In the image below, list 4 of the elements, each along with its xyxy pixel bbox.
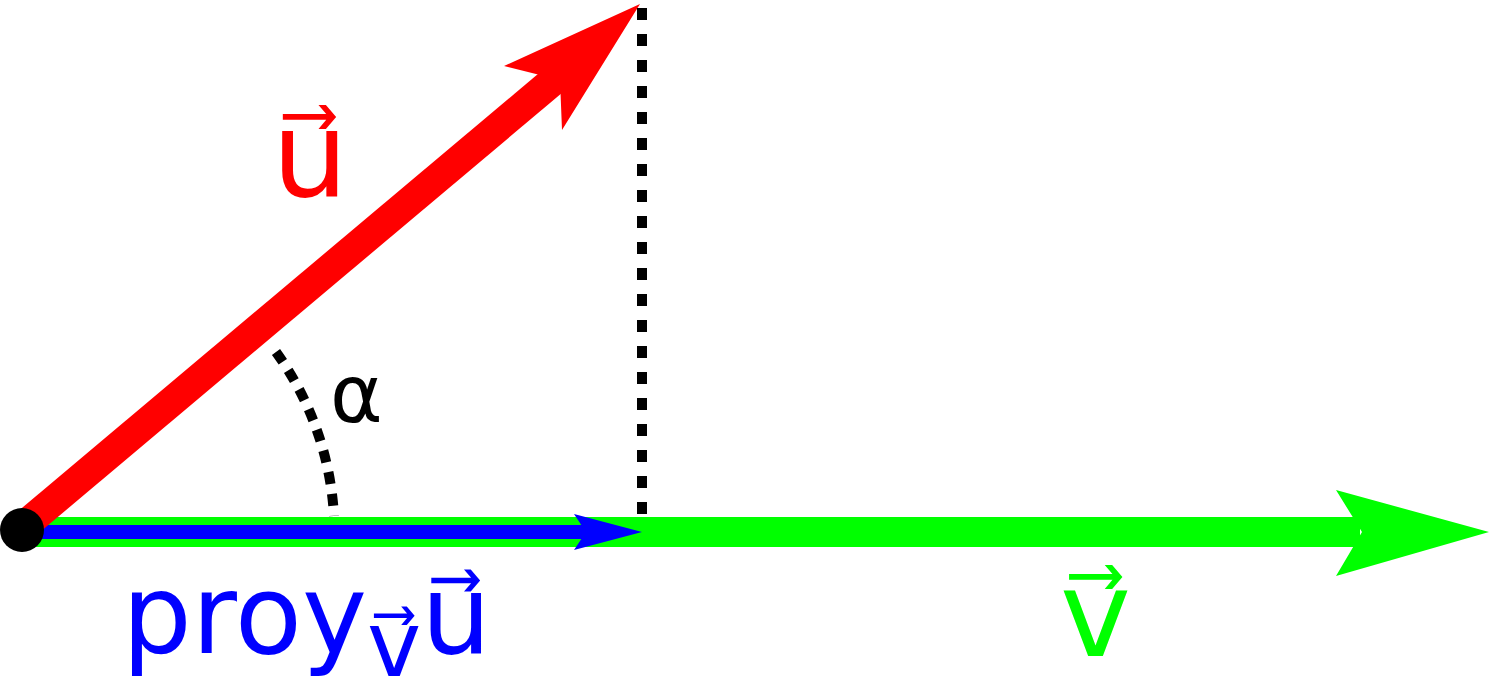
projection-label: proy$_{v⃗}$u⃗ (122, 560, 491, 691)
angle-label: α (330, 355, 383, 435)
vector-label: u⃗ (272, 95, 349, 215)
vector-label: v⃗ (1060, 555, 1131, 675)
